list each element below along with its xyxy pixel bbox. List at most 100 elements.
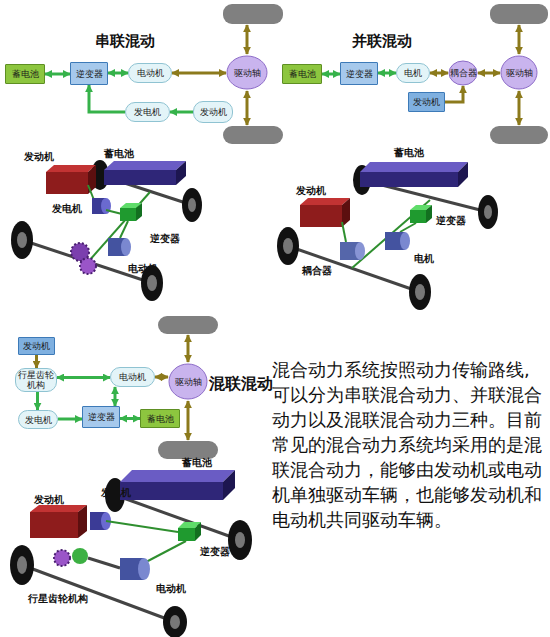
wheel-symbol xyxy=(223,126,283,144)
wire xyxy=(106,521,178,532)
engine-part xyxy=(30,512,78,538)
part-label: 蓄电池 xyxy=(394,146,424,160)
wire xyxy=(342,222,346,242)
battery-part xyxy=(360,162,468,172)
node-text: 蓄电池 xyxy=(289,69,316,79)
wheel-hub xyxy=(17,556,27,574)
flow-arrow xyxy=(155,376,168,379)
part-label: 发动机 xyxy=(34,493,64,507)
battery-part xyxy=(120,470,235,482)
wheel-arrow xyxy=(246,91,249,125)
node-text: 发电机 xyxy=(25,415,52,425)
car-wheel xyxy=(409,274,431,310)
car-wheel xyxy=(163,606,187,637)
engine-part xyxy=(78,505,87,538)
flow-arrow xyxy=(170,111,193,114)
inverter-box: 逆变器 xyxy=(70,62,108,85)
flow-arrow xyxy=(478,72,500,75)
flow-arrow xyxy=(36,392,39,410)
part-label: 发动机 xyxy=(296,184,326,198)
part-label: 逆变器 xyxy=(200,545,230,559)
wheel-symbol xyxy=(490,126,548,144)
part-label: 发动机 xyxy=(24,150,54,164)
wheel-symbol xyxy=(158,441,218,459)
wheel-hub xyxy=(235,532,245,548)
planetary-gear-part xyxy=(72,548,88,564)
shaft-ellipse: 驱动轴 xyxy=(500,55,538,90)
wheel-symbol xyxy=(223,4,283,24)
part-label: 逆变器 xyxy=(436,214,466,228)
inverter-part xyxy=(195,522,201,541)
wheel-hub xyxy=(17,232,27,248)
inverter-part xyxy=(410,210,426,223)
flow-arrow xyxy=(45,73,70,76)
wheel-arrow xyxy=(187,335,190,362)
motor-part xyxy=(121,238,131,256)
drive-shaft xyxy=(88,192,150,262)
node-text: 逆变器 xyxy=(346,69,373,79)
battery-box: 蓄电池 xyxy=(282,64,322,84)
flow-arrow xyxy=(57,376,110,379)
gear-part xyxy=(80,258,96,274)
car-wheel xyxy=(228,520,252,560)
node-text: 电动机 xyxy=(119,372,146,382)
drive-shaft xyxy=(88,558,120,568)
car-wheel xyxy=(277,227,299,265)
flow-arrow xyxy=(108,72,128,75)
axle xyxy=(22,240,152,283)
battery-part xyxy=(458,162,468,187)
node-text: 驱动轴 xyxy=(506,68,533,78)
wheel-hub xyxy=(484,205,492,219)
part-label: 发电机 xyxy=(52,202,82,216)
part-label: 逆变器 xyxy=(150,232,180,246)
node-text: 蓄电池 xyxy=(12,69,39,79)
shaft-ellipse: 驱动轴 xyxy=(168,363,208,400)
machine-box: 发电机 xyxy=(125,102,170,122)
battery-box: 蓄电池 xyxy=(5,64,45,84)
flow-arrow xyxy=(430,72,448,75)
machine-box: 电机 xyxy=(396,63,430,83)
inverter-part xyxy=(178,528,195,541)
node-text: 逆变器 xyxy=(88,412,115,422)
flow-arrow xyxy=(114,387,117,406)
node-text: 发动机 xyxy=(200,107,227,117)
part-label: 电机 xyxy=(414,252,434,266)
part-label: 电动机 xyxy=(156,582,186,596)
flow-arrow xyxy=(120,417,140,420)
machine-box: 发电机 xyxy=(18,410,58,429)
node-text: 逆变器 xyxy=(76,69,103,79)
part-label: 蓄电池 xyxy=(104,147,134,161)
node-text: 发动机 xyxy=(23,341,50,351)
battery-part xyxy=(176,161,186,185)
battery-box: 蓄电池 xyxy=(140,409,180,428)
engine-part xyxy=(300,198,350,205)
machine-box: 行星齿轮机构 xyxy=(15,368,57,392)
engine-part xyxy=(300,205,342,227)
ellipse-shape xyxy=(449,61,477,85)
section-title: 混联混动 xyxy=(209,374,273,395)
axle xyxy=(115,495,240,540)
inverter-box: 逆变器 xyxy=(82,406,120,428)
part-label: 行星齿轮机构 xyxy=(28,592,88,606)
wheel-symbol xyxy=(158,316,218,334)
machine-box: 电动机 xyxy=(128,63,172,83)
wheel-hub xyxy=(415,284,425,300)
engine-box: 发动机 xyxy=(18,337,55,355)
inverter-part xyxy=(120,208,136,221)
flow-arrow xyxy=(445,86,463,102)
wheel-arrow xyxy=(246,25,249,54)
part-label: 蓄电池 xyxy=(182,456,212,470)
part-label: 发电机 xyxy=(101,486,131,500)
node-text: 驱动轴 xyxy=(234,68,261,78)
car-wheel xyxy=(10,545,34,585)
engine-part xyxy=(46,165,96,172)
shaft-ellipse: 驱动轴 xyxy=(226,55,268,90)
wheel-arrow xyxy=(518,91,521,125)
wheel-hub xyxy=(283,238,293,254)
ellipse-shape xyxy=(501,56,537,89)
part-label: 耦合器 xyxy=(302,264,332,278)
node-text: 发动机 xyxy=(413,97,440,107)
flow-arrow xyxy=(378,72,396,75)
wheel-hub xyxy=(188,198,196,212)
